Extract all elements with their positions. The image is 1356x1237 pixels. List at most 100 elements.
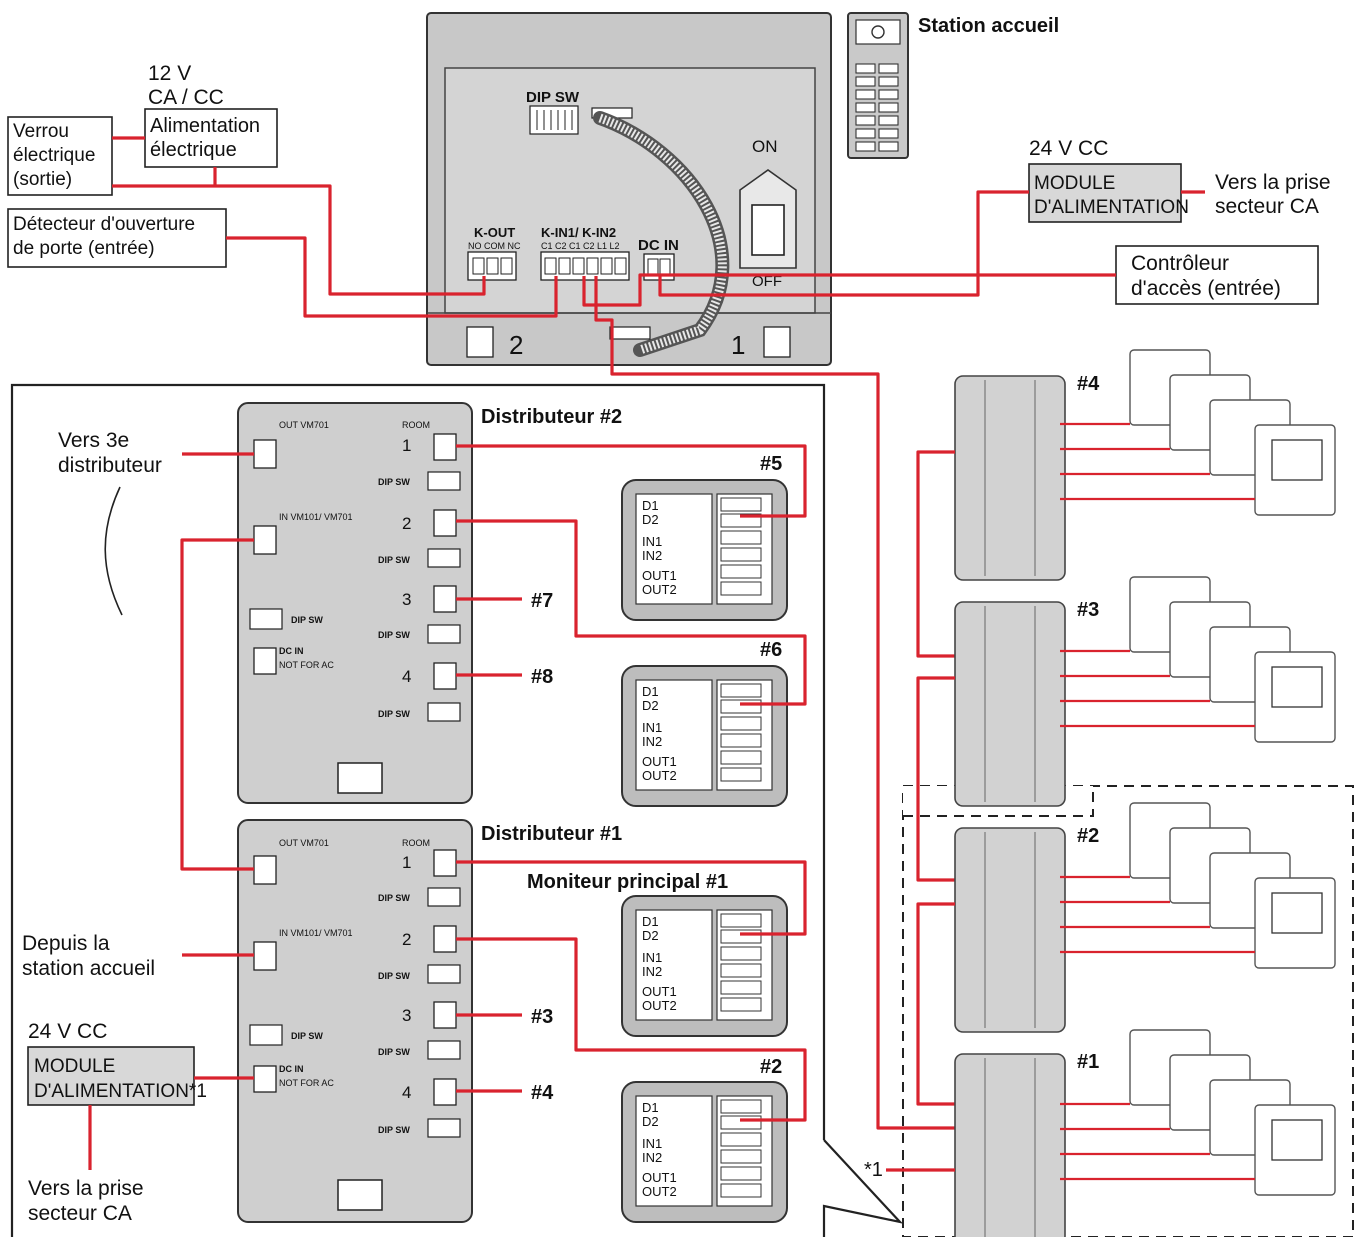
vers-3e-label-2: distributeur <box>58 454 162 477</box>
d2-dcin-pins: NOT FOR AC <box>279 660 334 670</box>
module-bottom-box <box>27 1046 195 1106</box>
module-top-label-2: D'ALIMENTATION <box>1034 197 1189 218</box>
d1-dip-2: DIP SW <box>378 971 410 981</box>
d2-dip-switch-3[interactable] <box>427 624 461 644</box>
dip-switch[interactable] <box>529 105 579 135</box>
kin-terminal[interactable] <box>540 251 630 281</box>
module-top-box <box>1028 163 1182 223</box>
off-label: OFF <box>752 273 782 290</box>
tb5-in1: IN1 <box>642 534 662 549</box>
d2-room-1: 1 <box>402 436 411 455</box>
d2-dip-switch-2[interactable] <box>427 548 461 568</box>
v12-label: 12 V <box>148 62 191 85</box>
tag-4: #4 <box>531 1082 554 1104</box>
d1-dip-main: DIP SW <box>291 1031 323 1041</box>
d2-dip-4: DIP SW <box>378 709 410 719</box>
d1-room-1-terminal[interactable] <box>433 849 457 877</box>
tb6-out1: OUT1 <box>642 754 677 769</box>
d2-dip-1: DIP SW <box>378 477 410 487</box>
terminal-block-main: D1 D2 IN1 IN2 OUT1 OUT2 <box>621 895 788 1037</box>
d1-room-4-terminal[interactable] <box>433 1078 457 1106</box>
d1-room-label: ROOM <box>402 838 430 848</box>
d2-out-terminal[interactable] <box>253 439 277 469</box>
d2-room-3: 3 <box>402 590 411 609</box>
vers-prise-bottom-1: Vers la prise <box>28 1177 144 1200</box>
unit-4-tag: #4 <box>1077 373 1100 395</box>
dcin-label: DC IN <box>638 237 679 254</box>
d1-room-3: 3 <box>402 1006 411 1025</box>
d1-dcin-terminal[interactable] <box>253 1065 277 1093</box>
terminal-block-6: D1 D2 IN1 IN2 OUT1 OUT2 #6 <box>621 639 788 807</box>
tb2-in1: IN1 <box>642 1136 662 1151</box>
alimentation-box <box>144 108 278 168</box>
d1-power-switch[interactable] <box>337 1179 383 1211</box>
d1-in-label: IN VM101/ VM701 <box>279 928 353 938</box>
terminal-block-5: D1 D2 IN1 IN2 OUT1 OUT2 #5 <box>621 453 788 621</box>
d2-dip-switch-1[interactable] <box>427 471 461 491</box>
top-left-devices: 12 V CA / CC Alimentation électrique Ver… <box>7 62 278 268</box>
d2-dip-switch-main[interactable] <box>249 608 283 630</box>
distributeur-2: Distributeur #2 OUT VM701 IN VM101/ VM70… <box>237 402 622 804</box>
verrou-box <box>7 116 113 196</box>
d2-room-1-terminal[interactable] <box>433 433 457 461</box>
d2-dip-2: DIP SW <box>378 555 410 565</box>
tag-7: #7 <box>531 590 553 612</box>
d2-dcin-terminal[interactable] <box>253 647 277 675</box>
moniteur-principal-label: Moniteur principal #1 <box>527 871 728 893</box>
station-accueil-label: Station accueil <box>918 15 1059 37</box>
d2-room-2-terminal[interactable] <box>433 509 457 537</box>
terminal-block-2: D1 D2 IN1 IN2 OUT1 OUT2 #2 <box>621 1056 788 1223</box>
d1-dip-switch-2[interactable] <box>427 964 461 984</box>
tb5-out1: OUT1 <box>642 568 677 583</box>
d1-dip-3: DIP SW <box>378 1047 410 1057</box>
d2-power-switch[interactable] <box>337 762 383 794</box>
star-1-label: *1 <box>864 1159 883 1181</box>
d2-dip-main: DIP SW <box>291 615 323 625</box>
d1-dip-switch-4[interactable] <box>427 1118 461 1138</box>
tag-8: #8 <box>531 666 553 688</box>
tb5-d1: D1 <box>642 498 659 513</box>
dashed-group <box>902 785 1354 1237</box>
d1-out-label: OUT VM701 <box>279 838 329 848</box>
tag-6: #6 <box>760 639 782 661</box>
tbm-out1: OUT1 <box>642 984 677 999</box>
d1-dip-switch-3[interactable] <box>427 1040 461 1060</box>
connector-2-label: 2 <box>509 330 523 360</box>
tb5-d2: D2 <box>642 512 659 527</box>
power-switch[interactable] <box>751 204 785 256</box>
kout-label: K-OUT <box>474 225 515 240</box>
connector-2[interactable] <box>466 326 494 358</box>
on-label: ON <box>752 137 778 156</box>
tb2-d1: D1 <box>642 1100 659 1115</box>
d1-dip-4: DIP SW <box>378 1125 410 1135</box>
d1-dip-1: DIP SW <box>378 893 410 903</box>
d1-out-terminal[interactable] <box>253 855 277 885</box>
top-right-devices: 24 V CC MODULE D'ALIMENTATION Vers la pr… <box>1028 137 1331 305</box>
d1-room-3-terminal[interactable] <box>433 1001 457 1029</box>
main-panel: DIP SW ON OFF K-OUT NO COM NC K-IN1/ K-I… <box>426 12 832 366</box>
unit-2-tag: #2 <box>1077 825 1099 847</box>
expanded-view: Vers 3e distributeur Depuis la station a… <box>10 383 904 1237</box>
d1-room-2-terminal[interactable] <box>433 925 457 953</box>
tbm-d1: D1 <box>642 914 659 929</box>
tb5-out2: OUT2 <box>642 582 677 597</box>
d1-in-terminal[interactable] <box>253 941 277 971</box>
vers-3e-label-1: Vers 3e <box>58 429 129 452</box>
d1-dip-switch-1[interactable] <box>427 887 461 907</box>
d2-dip-switch-4[interactable] <box>427 702 461 722</box>
distributeur-1: Distributeur #1 OUT VM701 IN VM101/ VM70… <box>237 819 728 1223</box>
depuis-label-1: Depuis la <box>22 932 110 955</box>
tb2-d2: D2 <box>642 1114 659 1129</box>
unit-3: #3 <box>916 576 1336 882</box>
vers-prise-top-1: Vers la prise <box>1215 171 1331 194</box>
distributeur-1-label: Distributeur #1 <box>481 823 622 845</box>
monitor-screen <box>1271 892 1323 934</box>
tag-3: #3 <box>531 1006 553 1028</box>
d2-room-4-terminal[interactable] <box>433 662 457 690</box>
connector-1[interactable] <box>763 326 791 358</box>
tag-5: #5 <box>760 453 782 475</box>
d2-in-terminal[interactable] <box>253 525 277 555</box>
distributor-wiring <box>180 444 807 1122</box>
d2-room-3-terminal[interactable] <box>433 585 457 613</box>
d1-dip-switch-main[interactable] <box>249 1024 283 1046</box>
